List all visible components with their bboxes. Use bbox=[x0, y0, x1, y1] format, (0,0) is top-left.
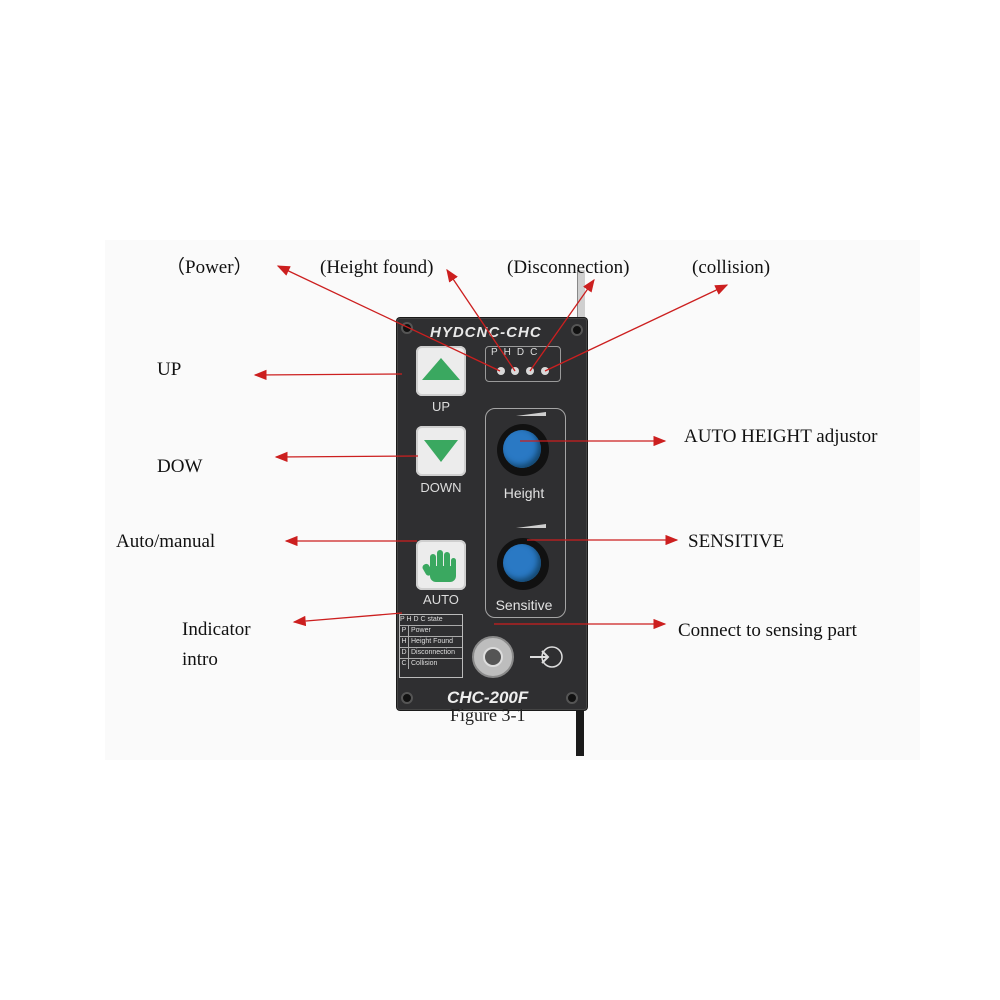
arrow-power bbox=[276, 265, 501, 372]
callout-power: （Power） bbox=[166, 257, 253, 278]
bnc-connector[interactable] bbox=[472, 636, 514, 678]
indicator-led-letters: PHDC bbox=[491, 347, 544, 358]
callout-down: DOW bbox=[157, 456, 203, 477]
callout-auto-manual: Auto/manual bbox=[116, 531, 216, 552]
callout-disconnection: (Disconnection) bbox=[507, 257, 630, 278]
triangle-up-icon bbox=[422, 358, 460, 380]
callout-sensitive: SENSITIVE bbox=[688, 531, 785, 552]
arrow-down bbox=[274, 451, 419, 463]
input-arrow-icon bbox=[530, 646, 563, 668]
legend-header: P H D C state bbox=[400, 615, 462, 626]
callout-indicator-line1: Indicator bbox=[182, 619, 251, 640]
up-button[interactable] bbox=[416, 346, 466, 396]
arrow-up bbox=[253, 369, 403, 381]
sensitive-knob[interactable] bbox=[497, 538, 549, 590]
sensitive-scale-wedge bbox=[516, 524, 546, 528]
callout-up: UP bbox=[157, 359, 182, 380]
sensitive-knob-label: Sensitive bbox=[495, 597, 553, 613]
callout-connect: Connect to sensing part bbox=[678, 620, 857, 641]
figure-caption: Figure 3-1 bbox=[450, 705, 526, 725]
screw-icon bbox=[401, 692, 413, 704]
hand-icon bbox=[422, 550, 456, 582]
mounting-rail-top bbox=[577, 270, 585, 330]
auto-button-label: AUTO bbox=[423, 592, 459, 607]
arrow-disconnection bbox=[529, 278, 595, 372]
knob-frame bbox=[485, 408, 566, 618]
height-knob-label: Height bbox=[503, 485, 545, 501]
screw-icon bbox=[571, 324, 583, 336]
mounting-rail-bottom bbox=[576, 700, 584, 756]
down-button[interactable] bbox=[416, 426, 466, 476]
triangle-down-icon bbox=[424, 440, 458, 462]
down-button-label: DOWN bbox=[420, 480, 462, 495]
brand-label: HYDCNC-CHC bbox=[430, 324, 542, 341]
auto-manual-button[interactable] bbox=[416, 540, 466, 590]
arrow-height-found bbox=[446, 268, 516, 372]
screw-icon bbox=[566, 692, 578, 704]
arrow-indicator bbox=[292, 612, 403, 627]
callout-indicator-line2: intro bbox=[182, 649, 218, 670]
arrow-collision bbox=[544, 284, 729, 372]
up-button-label: UP bbox=[431, 399, 451, 414]
height-scale-wedge bbox=[516, 412, 546, 416]
model-label: CHC-200F bbox=[447, 688, 529, 707]
height-knob[interactable] bbox=[497, 424, 549, 476]
callout-auto-height: AUTO HEIGHT adjustor bbox=[684, 426, 878, 447]
callout-height-found: (Height found) bbox=[320, 257, 434, 278]
power-led-icon bbox=[497, 367, 505, 375]
callout-collision: (collision) bbox=[692, 257, 771, 278]
